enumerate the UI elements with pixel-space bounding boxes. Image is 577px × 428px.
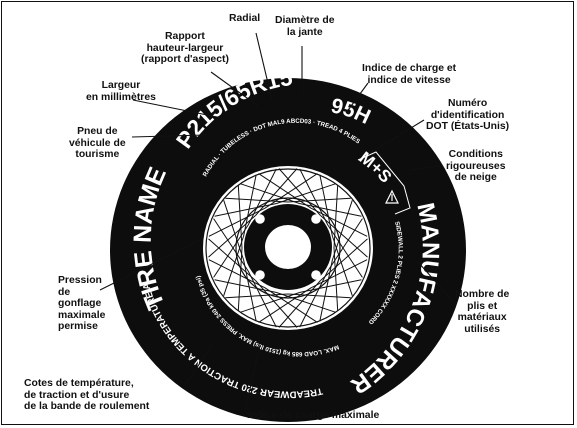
spoke [240, 183, 301, 205]
lug-nut [255, 214, 265, 224]
spoke [213, 218, 249, 272]
spoke [208, 207, 266, 237]
spoke [320, 215, 368, 258]
spoke [240, 291, 301, 313]
callout-passenger-tire: Pneu de véhicule de tourisme [69, 126, 126, 160]
callout-rim-diameter: Diamètre de la jante [275, 15, 335, 38]
snowflake-mountain-icon [385, 189, 399, 204]
spoke [223, 200, 245, 261]
spoke [287, 197, 351, 203]
spoke [333, 185, 339, 249]
spoke [264, 287, 318, 323]
spoke [214, 279, 277, 293]
spoke [319, 174, 333, 237]
spoke [243, 174, 257, 237]
spoke [213, 224, 249, 278]
spoke [255, 168, 298, 216]
spoke [320, 238, 368, 281]
spoke [287, 293, 351, 299]
spoke [264, 173, 318, 209]
spoke [208, 215, 256, 258]
spoke [331, 235, 353, 296]
spoke [255, 280, 298, 328]
callout-load-speed: Indice de charge et indice de vitesse [362, 63, 457, 86]
callout-plies-materials: Nombre de plis et matériaux utilisés [455, 289, 510, 335]
lug-nut [255, 270, 265, 280]
spoke [327, 218, 363, 272]
spoke [208, 259, 266, 289]
callout-utqg-ratings: Cotes de température, de traction et d'u… [24, 378, 150, 412]
spoke [225, 293, 289, 299]
callout-radial: Radial [229, 13, 261, 24]
spoke [299, 203, 362, 217]
spoke [275, 183, 336, 205]
spoke [333, 247, 339, 311]
spoke [237, 185, 243, 249]
spoke [208, 238, 256, 281]
callout-max-pressure: Pression de gonflage maximale permise [58, 275, 106, 332]
spoke [327, 224, 363, 278]
lug-nut [311, 270, 321, 280]
callout-width-mm: Largeur en millimètres [86, 80, 156, 103]
spoke [299, 279, 362, 293]
spoke [237, 247, 243, 311]
spoke [223, 235, 245, 296]
spoke [247, 168, 277, 226]
spoke [278, 168, 321, 216]
spoke [225, 197, 289, 203]
spoke [258, 173, 312, 209]
callout-max-load: Indice de charge maximale [247, 410, 380, 421]
spoke [319, 259, 333, 322]
callout-dot-number: Numéro d'identification DOT (États-Unis) [426, 98, 510, 132]
spoke [310, 207, 368, 237]
spoke [214, 203, 277, 217]
spoke [299, 270, 329, 328]
spoke [243, 259, 257, 322]
spoke [258, 287, 312, 323]
spoke [247, 270, 277, 328]
lug-nut [311, 214, 321, 224]
spoke [331, 200, 353, 261]
spoke [299, 168, 329, 226]
spoke [278, 280, 321, 328]
callout-aspect-ratio: Rapport hauteur-largeur (rapport d'aspec… [141, 31, 229, 65]
spoke [310, 259, 368, 289]
spoke [275, 291, 336, 313]
snow-bracket [357, 151, 411, 215]
wire-spokes [208, 168, 368, 328]
callout-lines [99, 32, 453, 412]
callout-snow-conditions: Conditions rigoureuses de neige [446, 149, 506, 183]
